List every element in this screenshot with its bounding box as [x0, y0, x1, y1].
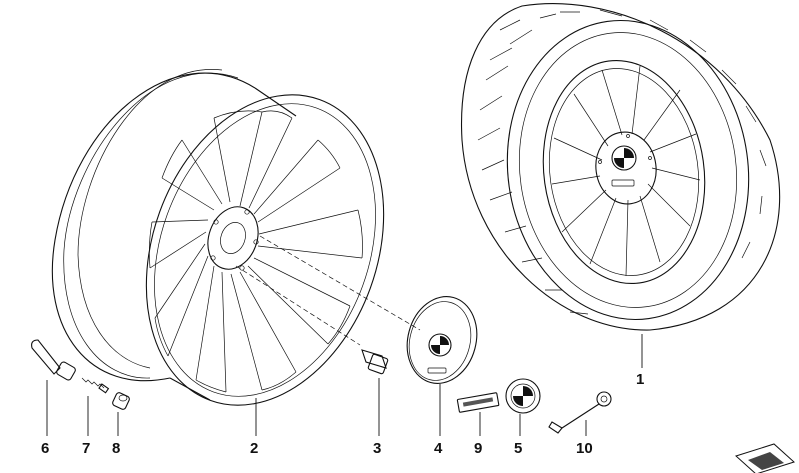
callout-4: 4: [434, 440, 443, 457]
callout-9: 9: [474, 440, 483, 457]
valve-insert-drawing: [81, 377, 110, 394]
callout-6: 6: [41, 440, 50, 457]
corner-flag-icon: [735, 443, 795, 473]
hub-cap-drawing: [259, 235, 478, 384]
callout-3: 3: [373, 440, 382, 457]
emblem-drawing: [505, 378, 541, 414]
valve-cap-drawing: [31, 339, 76, 381]
valve-nut-drawing: [112, 392, 130, 410]
rim-drawing: [51, 69, 385, 406]
callout-5: 5: [514, 440, 523, 457]
callout-1: 1: [636, 371, 645, 388]
wheel-bolt-drawing: [235, 265, 389, 375]
callout-8: 8: [112, 440, 121, 457]
callout-2: 2: [250, 440, 259, 457]
callout-7: 7: [82, 440, 91, 457]
tire-wheel-drawing: [460, 3, 781, 331]
callout-lines: [46, 334, 643, 436]
sticker-plate-drawing: [456, 392, 500, 413]
bmw-roundel-icon: [611, 145, 637, 171]
callout-10: 10: [576, 440, 593, 457]
hook-tool-drawing: [548, 391, 612, 434]
